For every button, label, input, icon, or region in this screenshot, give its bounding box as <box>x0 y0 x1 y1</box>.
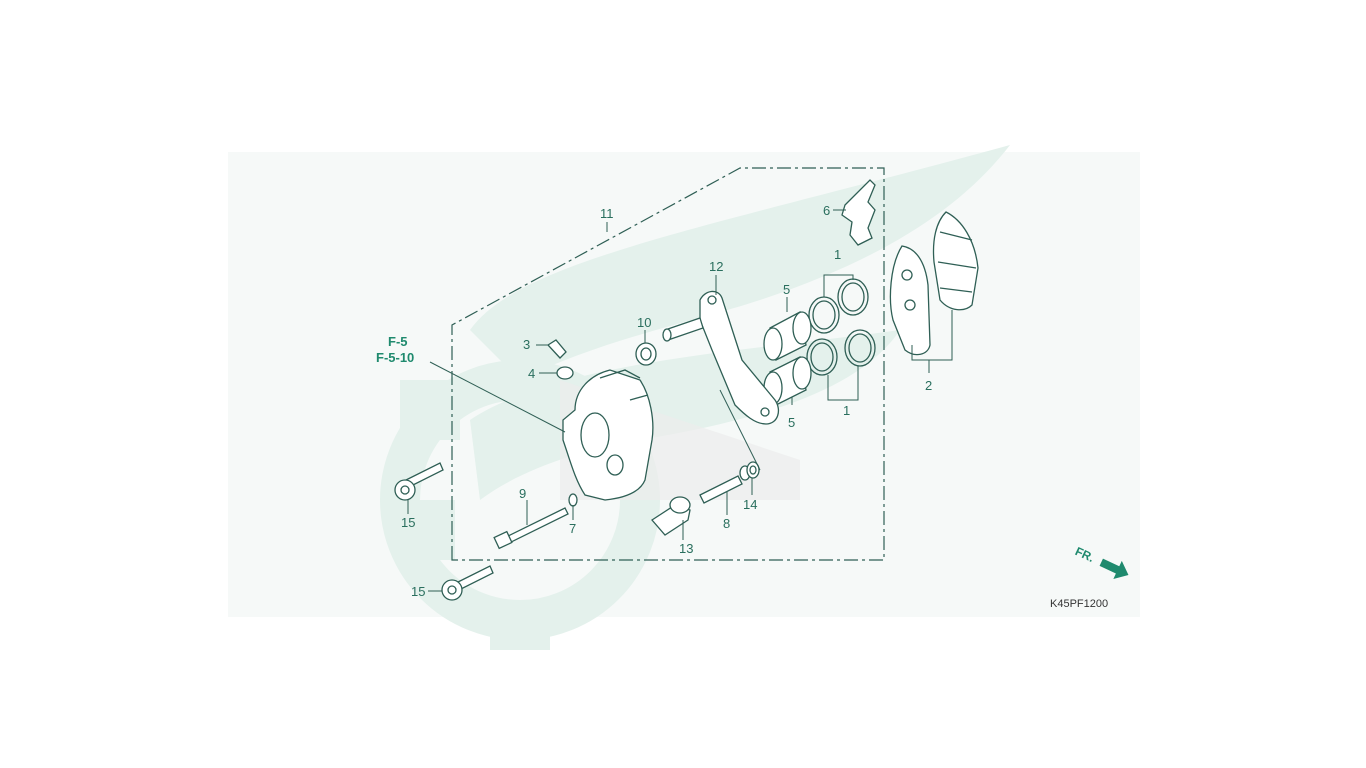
part-number-5-upper[interactable]: 5 <box>783 282 790 297</box>
pin-boot[interactable] <box>746 461 760 479</box>
bracket-boot[interactable] <box>635 342 657 366</box>
mounting-bolt-lower[interactable] <box>441 565 494 601</box>
part-number-15-upper[interactable]: 15 <box>401 515 415 530</box>
part-number-3[interactable]: 3 <box>523 337 530 352</box>
bleeder-cap[interactable] <box>556 366 574 380</box>
part-number-11[interactable]: 9 <box>519 486 526 501</box>
brake-pad-set[interactable] <box>889 211 979 356</box>
bleeder-valve[interactable] <box>546 339 567 359</box>
part-number-7[interactable]: 7 <box>569 521 576 536</box>
mounting-bolt-upper[interactable] <box>394 462 444 501</box>
part-number-12[interactable]: 14 <box>743 497 757 512</box>
part-number-9[interactable]: 13 <box>679 541 693 556</box>
leader-lines <box>407 209 953 592</box>
part-number-13[interactable]: 11 <box>600 206 614 221</box>
watermark-background <box>228 145 1140 650</box>
part-number-15-lower[interactable]: 15 <box>411 584 425 599</box>
part-number-6[interactable]: 6 <box>823 203 830 218</box>
reference-link-f5-10[interactable]: F-5-10 <box>376 350 414 365</box>
reference-link-f5[interactable]: F-5 <box>388 334 408 349</box>
caliper-body[interactable] <box>562 369 654 501</box>
part-number-5-lower[interactable]: 5 <box>788 415 795 430</box>
arrow-right-icon <box>1099 558 1129 579</box>
part-number-8[interactable]: 8 <box>723 516 730 531</box>
assembly-boundary <box>451 167 885 561</box>
drawing-code: K45PF1200 <box>1050 598 1108 610</box>
part-labels: 11 12 6 1 1 2 5 5 10 3 4 9 7 13 8 14 15 … <box>401 203 932 599</box>
pad-pin[interactable] <box>493 507 569 550</box>
part-number-2[interactable]: 2 <box>925 378 932 393</box>
part-number-1-lower[interactable]: 1 <box>843 403 850 418</box>
part-number-10[interactable]: 10 <box>637 315 651 330</box>
part-number-4[interactable]: 4 <box>528 366 535 381</box>
slide-pin[interactable] <box>651 496 691 536</box>
pin-washer[interactable] <box>568 493 578 507</box>
part-number-1-upper[interactable]: 1 <box>834 247 841 262</box>
caliper-bracket[interactable] <box>662 290 780 425</box>
pad-spring[interactable] <box>841 179 876 246</box>
part-number-14[interactable]: 12 <box>709 259 723 274</box>
